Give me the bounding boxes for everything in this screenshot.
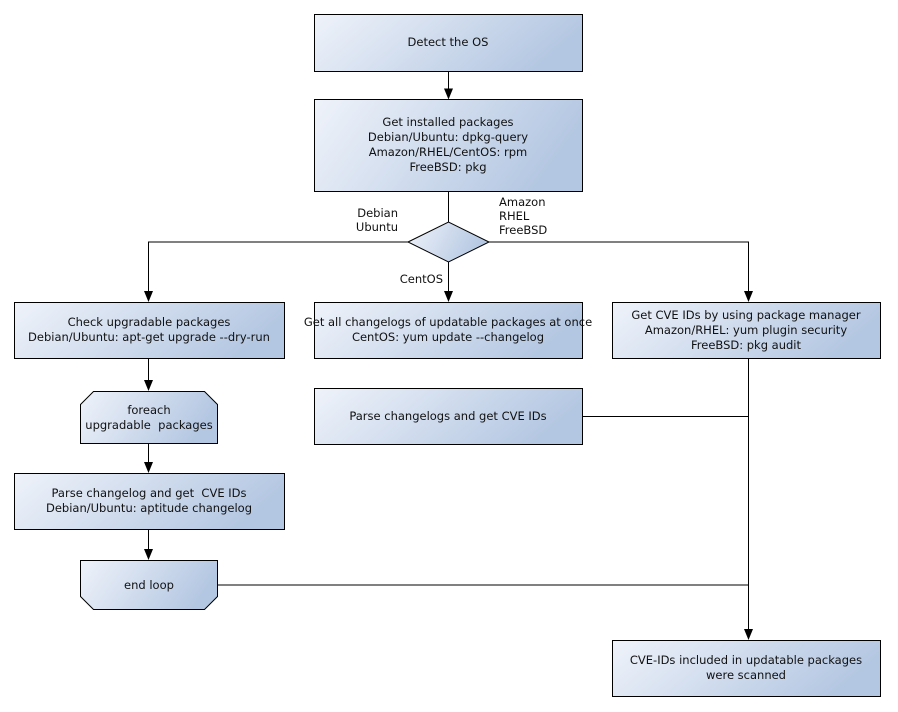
edge-decision-to-get-cve-ids [489, 241, 753, 302]
edge-get-cve-ids-to-scanned [744, 358, 753, 640]
connector-layer [144, 71, 753, 640]
node-box-get-installed [314, 99, 583, 192]
node-box-check-upgradable [14, 302, 285, 359]
arrowhead [444, 291, 453, 302]
node-diamond-os-decision [406, 221, 491, 263]
edge-check-to-foreach [144, 358, 153, 391]
arrowhead [144, 380, 153, 391]
node-box-scanned [612, 640, 881, 697]
edge-foreach-to-parse-changelog [144, 443, 153, 473]
edge-parse-changelog-to-end-loop [144, 529, 153, 560]
node-box-get-changelogs [314, 302, 583, 359]
node-box-parse-changelogs [314, 388, 583, 445]
arrowhead [144, 291, 153, 302]
edge-decision-to-check-upgradable [144, 241, 408, 302]
node-loopstart-foreach [80, 391, 218, 444]
arrowhead [144, 462, 153, 473]
arrowhead [444, 88, 453, 100]
node-loopend-end-loop [80, 560, 218, 610]
arrowhead [744, 291, 753, 302]
node-layer [14, 14, 881, 697]
arrowhead [144, 549, 153, 560]
node-box-get-cve-ids [612, 302, 881, 359]
edge-detect-to-installed [444, 71, 453, 100]
edge-decision-to-get-changelogs [444, 262, 453, 302]
arrowhead [744, 629, 753, 640]
node-box-parse-changelog [14, 473, 285, 530]
node-box-detect-os [314, 14, 583, 72]
